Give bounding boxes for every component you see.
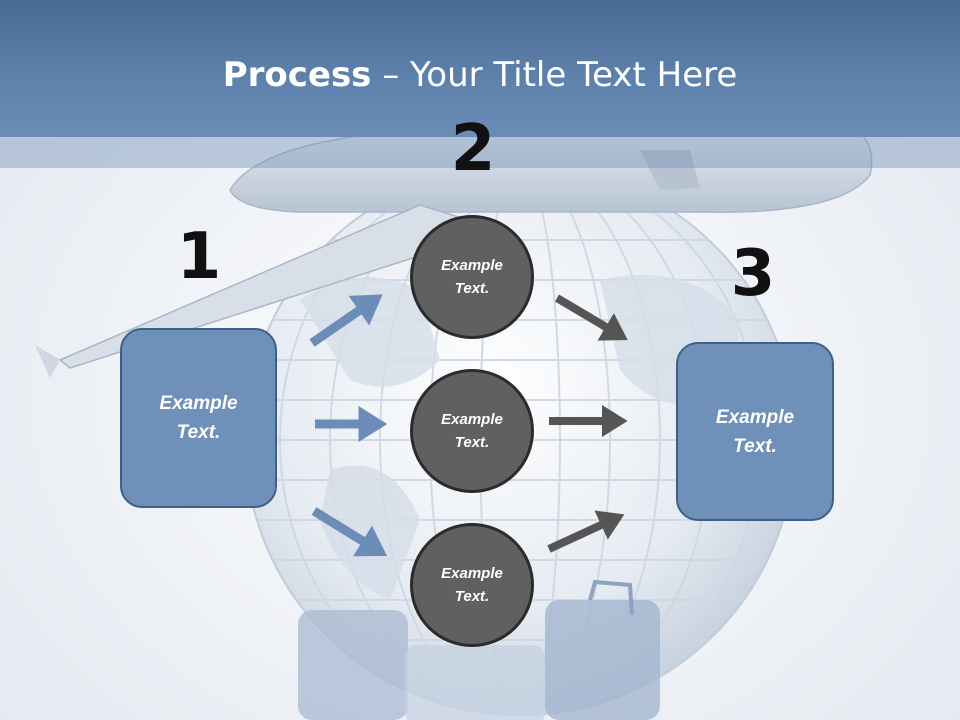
step-number-2: 2 [450, 112, 496, 186]
left-box-text: Example Text. [159, 389, 237, 447]
process-circle-3: Example Text. [410, 523, 534, 647]
left-box-line-1: Example [159, 393, 238, 414]
title-rest: – Your Title Text Here [371, 55, 738, 95]
arrow-to-circle-1 [309, 294, 383, 347]
circle-1-line-2: Text. [454, 280, 490, 297]
right-box-line-1: Example [715, 406, 795, 428]
process-circle-2: Example Text. [410, 369, 534, 493]
circle-3-line-1: Example [441, 565, 503, 582]
arrow-to-circle-3 [311, 507, 388, 557]
step-number-1: 1 [176, 220, 222, 294]
left-box-line-2: Text. [176, 422, 221, 443]
circle-2-line-1: Example [441, 411, 503, 428]
right-text-box: Example Text. [676, 342, 834, 521]
left-text-box: Example Text. [120, 328, 277, 508]
step-number-3: 3 [730, 237, 776, 311]
circle-3-line-2: Text. [454, 588, 490, 605]
process-circle-1: Example Text. [410, 215, 534, 339]
circle-1-line-1: Example [441, 257, 503, 274]
arrow-from-circle-1 [554, 294, 628, 341]
arrow-from-circle-3 [547, 510, 625, 553]
title-bold: Process [222, 55, 372, 95]
page-title: Process – Your Title Text Here [0, 52, 960, 98]
right-box-line-2: Text. [733, 435, 777, 457]
right-box-text: Example Text. [716, 403, 794, 461]
title-strip [0, 137, 960, 168]
circle-2-line-2: Text. [454, 434, 490, 451]
title-band [0, 0, 960, 137]
